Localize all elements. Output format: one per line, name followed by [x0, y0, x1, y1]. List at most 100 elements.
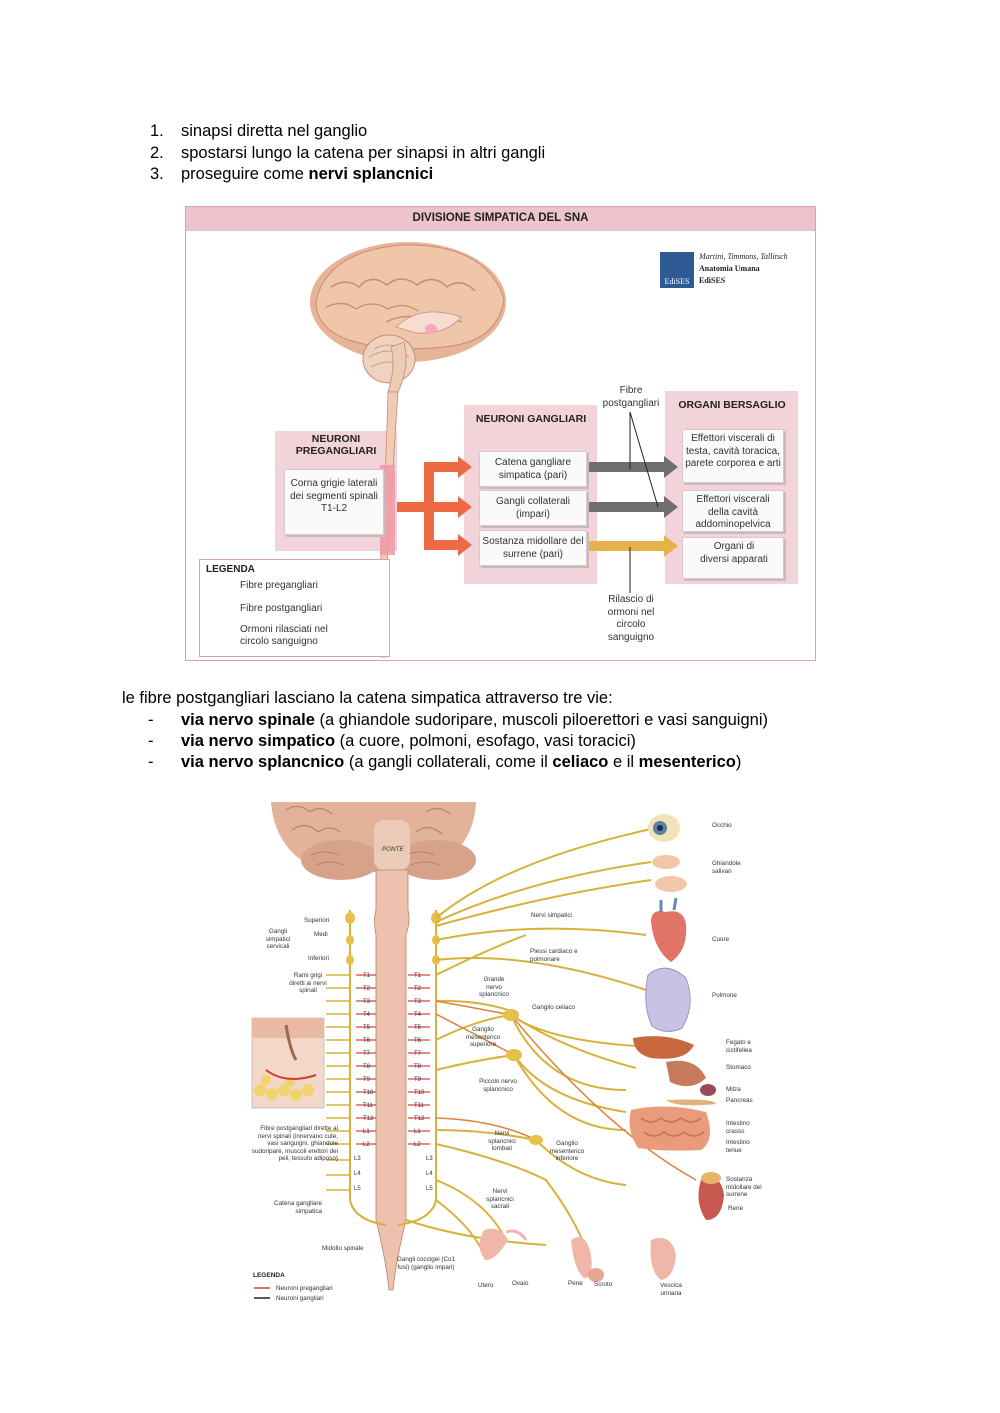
segment-label: T2 [414, 986, 422, 992]
segment-label: L2 [363, 1142, 370, 1148]
segment-label: T5 [363, 1025, 371, 1031]
segment-label: T7 [363, 1051, 371, 1057]
preganglionic-box: Corna grigie laterali dei segmenti spina… [284, 469, 384, 535]
figure1-legend: LEGENDA Fibre pregangliari Fibre postgan… [199, 559, 390, 657]
target-box-text: Organi di diversi apparati [700, 541, 768, 565]
label-pons: PONTE [382, 846, 404, 853]
label-scroto: Scroto [594, 1281, 613, 1288]
segment-label: L4 [426, 1171, 433, 1177]
label-gangli-coccigei: Gangli coccigei (Co1 fusi) (ganglio impa… [396, 1256, 456, 1271]
list-item: 1. sinapsi diretta nel ganglio [150, 121, 850, 143]
segment-label: T10 [363, 1090, 374, 1096]
list-bold-text: nervi splancnici [308, 165, 434, 183]
ganglionic-box: Sostanza midollare del surrene (pari) [479, 530, 587, 566]
figure-sympathetic-division: DIVISIONE SIMPATICA DEL SNA [185, 206, 816, 661]
segment-label: T3 [414, 999, 422, 1005]
gray-rami [326, 974, 350, 1191]
numbered-list: 1. sinapsi diretta nel ganglio 2.spostars… [150, 121, 850, 186]
targets-header: ORGANI BERSAGLIO [678, 399, 786, 411]
label-polmone: Polmone [712, 992, 737, 999]
bullet-bold: via nervo spinale [181, 711, 315, 729]
bullet-text: e il [608, 753, 639, 771]
label-fibre-postgangliari: Fibre postgangliari dirette ai nervi spi… [251, 1125, 338, 1162]
ganglionic-box-text: Gangli collaterali (impari) [496, 496, 570, 520]
segment-label: T11 [414, 1103, 424, 1109]
segment-label: L4 [354, 1171, 361, 1177]
skin-inset-illustration [251, 1017, 325, 1109]
segment-label: T6 [363, 1038, 371, 1044]
legend-item: Neuroni gangliari [276, 1295, 324, 1302]
label-utero: Utero [478, 1282, 494, 1289]
target-box: Effettori viscerali della cavità addomin… [682, 490, 784, 532]
target-box-text: Effettori viscerali della cavità addomin… [695, 494, 771, 530]
figure2-drawing [251, 802, 724, 1299]
spinal-cord-main [374, 869, 410, 1291]
label-surrene: Sostanza midollare del surrene [726, 1176, 762, 1198]
legend-item: Fibre pregangliari [240, 580, 318, 591]
organ-illustrations [479, 814, 724, 1282]
legend-item: Ormoni rilasciati nel circolo sanguigno [240, 624, 328, 647]
publisher-credit: EdiSES Martini, Timmons, Tallitsch Anato… [660, 252, 800, 292]
brain-illustration [310, 242, 506, 393]
bullet-item: -via nervo splancnico (a gangli collater… [148, 753, 742, 771]
segment-label: T7 [414, 1051, 422, 1057]
label-ovaio: Ovaio [512, 1280, 529, 1287]
legend-item: Neuroni pregangliari [276, 1285, 333, 1292]
target-box: Effettori viscerali di testa, cavità tor… [682, 429, 784, 483]
publisher-book: Anatomia Umana [699, 264, 760, 273]
label-nervi-sacrali: Nervi splancnici sacrali [486, 1188, 514, 1210]
preganglionic-header: NEURONI PREGANGLIARI [295, 433, 377, 457]
label-inferiori: Inferiori [308, 955, 329, 962]
label-medi: Medi [314, 931, 328, 938]
label-ghiandole: Ghiandole salivari [712, 860, 741, 875]
label-nervi-simpatici: Nervi simpatici [531, 912, 572, 919]
preganglionic-rungs [356, 974, 430, 1145]
label-nervi-lombari: Nervi splancnici lombari [488, 1130, 516, 1152]
list-number: 3. [150, 165, 164, 183]
segment-label: T9 [363, 1077, 371, 1083]
list-text: sinapsi diretta nel ganglio [181, 122, 368, 140]
list-item: 2.spostarsi lungo la catena per sinapsi … [150, 143, 850, 165]
label-piccolo-nervo: Piccolo nervo splancnico [479, 1078, 517, 1093]
label-grande-nervo: Grande nervo splancnico [479, 976, 509, 998]
label-intestino-crasso: Intestino crasso [726, 1120, 750, 1135]
segment-label: L1 [414, 1129, 421, 1135]
callout-hormones: Rilascio di ormoni nel circolo sanguigno [607, 594, 655, 643]
ganglionic-box: Catena gangliare simpatica (pari) [479, 451, 587, 487]
ganglionic-box-text: Sostanza midollare del surrene (pari) [482, 536, 584, 560]
ganglionic-box: Gangli collaterali (impari) [479, 490, 587, 526]
segment-label: T12 [414, 1116, 425, 1122]
label-ganglio-celiaco: Ganglio celiaco [532, 1004, 576, 1011]
bullet-bold: via nervo splancnico [181, 753, 345, 771]
label-vescica: Vescica urinaria [660, 1282, 682, 1297]
publisher-authors: Martini, Timmons, Tallitsch [699, 252, 788, 261]
ganglionic-box-text: Catena gangliare simpatica (pari) [494, 457, 572, 481]
segment-label: T6 [414, 1038, 422, 1044]
collateral-ganglia [503, 1009, 543, 1145]
segment-label: T9 [414, 1077, 422, 1083]
segment-label: T1 [414, 973, 422, 979]
label-cuore: Cuore [712, 936, 730, 943]
bullet-text: ) [735, 753, 742, 771]
list-number: 1. [150, 122, 164, 140]
label-occhio: Occhio [712, 822, 732, 829]
label-gangli-cervicali: Gangli simpatici cervicali [265, 928, 291, 950]
target-box: Organi di diversi apparati [682, 537, 784, 579]
figure2-legend: LEGENDA Neuroni pregangliari Neuroni gan… [250, 1270, 350, 1305]
publisher-name: EdiSES [699, 276, 726, 285]
bullet-bold: via nervo simpatico [181, 732, 336, 750]
legend-title: LEGENDA [253, 1272, 285, 1279]
label-superiori: Superiori [304, 917, 330, 924]
bullet-item: -via nervo simpatico (a cuore, polmoni, … [148, 732, 636, 750]
edises-logo: EdiSES [660, 252, 694, 288]
preganglionic-box-text: Corna grigie laterali dei segmenti spina… [290, 478, 378, 514]
figure-title-band: DIVISIONE SIMPATICA DEL SNA [186, 207, 815, 231]
label-stomaco: Stomaco [726, 1064, 751, 1071]
segment-label: T10 [414, 1090, 425, 1096]
label-midollo-spinale: Midollo spinale [322, 1245, 364, 1252]
bullet-text: (a ghiandole sudoripare, muscoli piloere… [314, 711, 768, 729]
